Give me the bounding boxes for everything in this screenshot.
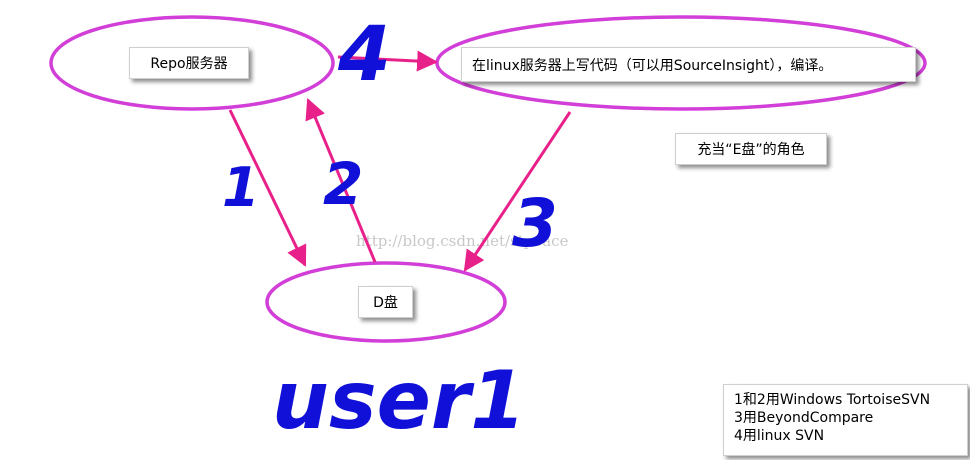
watermark-text: http://blog.csdn.net/stpeace (356, 232, 569, 250)
linux-server-node: 在linux服务器上写代码（可以用SourceInsight），编译。 (461, 47, 916, 82)
repo-server-label: Repo服务器 (150, 56, 228, 72)
step-3-label: 3 (512, 185, 558, 262)
arrow-linux-to-d (463, 111, 572, 272)
d-drive-label: D盘 (373, 295, 398, 311)
repo-server-ellipse (49, 15, 335, 111)
d-drive-node: D盘 (358, 286, 413, 318)
step-4-label: 4 (337, 9, 391, 98)
arrow-d-to-repo (305, 98, 377, 263)
step-2-label: 2 (323, 150, 363, 218)
linux-server-label: 在linux服务器上写代码（可以用SourceInsight），编译。 (472, 57, 833, 74)
e-drive-role-note: 充当“E盘”的角色 (675, 133, 827, 165)
d-drive-ellipse (265, 261, 507, 343)
legend-line-3: 4用linux SVN (734, 428, 825, 444)
arrow-repo-to-linux (337, 50, 439, 72)
e-drive-role-label: 充当“E盘”的角色 (697, 142, 805, 158)
user-label: user1 (272, 354, 526, 447)
arrow-repo-to-d (228, 109, 307, 267)
legend-line-1: 1和2用Windows TortoiseSVN (734, 392, 931, 408)
repo-server-node: Repo服务器 (129, 47, 249, 79)
legend-line-2: 3用BeyondCompare (734, 410, 874, 426)
step-1-label: 1 (222, 156, 260, 219)
legend-box: 1和2用Windows TortoiseSVN 3用BeyondCompare … (723, 384, 968, 456)
